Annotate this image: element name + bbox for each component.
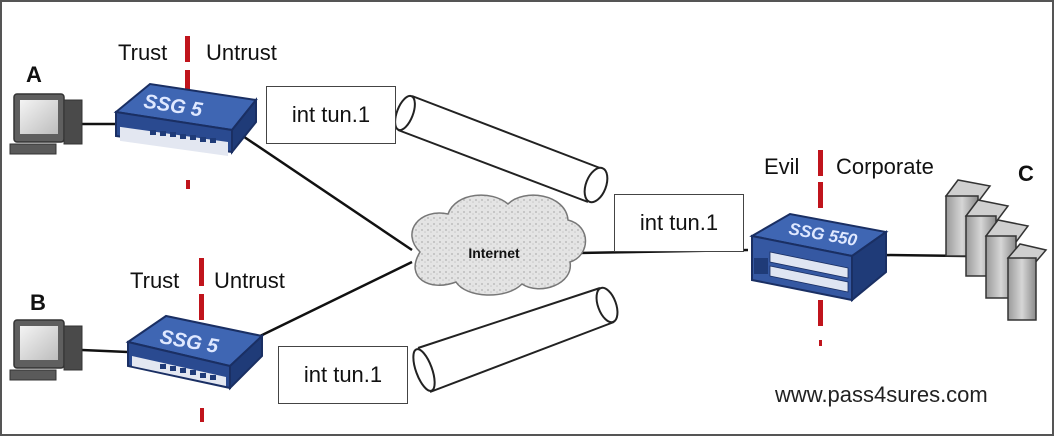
zone-b-untrust-label: Untrust <box>214 268 285 293</box>
ssg-c-device-icon: SSG 550 <box>749 212 889 303</box>
zone-divider-b <box>199 258 204 422</box>
zone-divider-a <box>185 36 190 189</box>
tunnel-a-interface-box: int tun.1 <box>266 86 396 144</box>
node-a-label: A <box>26 62 42 87</box>
watermark-text: www.pass4sures.com <box>775 382 988 407</box>
zone-c-evil-label: Evil <box>764 154 800 179</box>
internet-label: Internet <box>468 245 520 261</box>
zone-a-trust-label: Trust <box>118 40 168 65</box>
tunnel-b-interface-box: int tun.1 <box>278 346 408 404</box>
zone-divider-c <box>818 150 823 346</box>
zone-c-corporate-label: Corporate <box>836 154 934 179</box>
node-b-label: B <box>30 290 46 315</box>
link-ssg-a-internet <box>227 124 413 252</box>
link-ssg-b-internet <box>255 260 413 340</box>
ssg-a-device-icon: SSG 5 <box>113 82 258 157</box>
computer-a-icon <box>9 93 83 155</box>
ssg-b-device-icon: SSG 5 <box>125 314 265 391</box>
zone-b-trust-label: Trust <box>130 268 180 293</box>
tunnel-pipe-a <box>394 94 609 204</box>
tunnel-pipe-b <box>412 286 619 393</box>
node-c-label: C <box>1018 161 1034 186</box>
computer-b-icon <box>9 319 83 381</box>
tunnel-c-interface-box: int tun.1 <box>614 194 744 252</box>
zone-a-untrust-label: Untrust <box>206 40 277 65</box>
servers-c-icon <box>944 179 1048 321</box>
link-b-pc-ssg <box>81 348 129 354</box>
internet-cloud-icon: Internet <box>411 194 587 296</box>
